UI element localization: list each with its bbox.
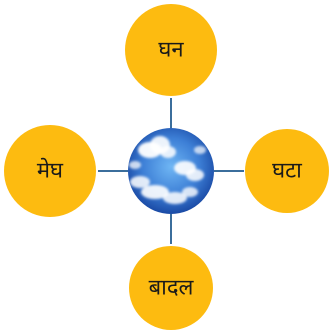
node-right-label: घटा (272, 159, 302, 184)
cloud-icon (129, 136, 206, 204)
node-top-label: घन (158, 38, 184, 63)
node-left-label: मेघ (37, 158, 64, 184)
node-left: मेघ (4, 125, 96, 217)
node-top: घन (125, 4, 217, 96)
connectors (98, 98, 244, 244)
node-right: घटा (245, 129, 329, 213)
center-sky-image (128, 128, 214, 214)
node-bottom: बादल (129, 246, 213, 330)
node-bottom-label: बादल (149, 276, 195, 301)
